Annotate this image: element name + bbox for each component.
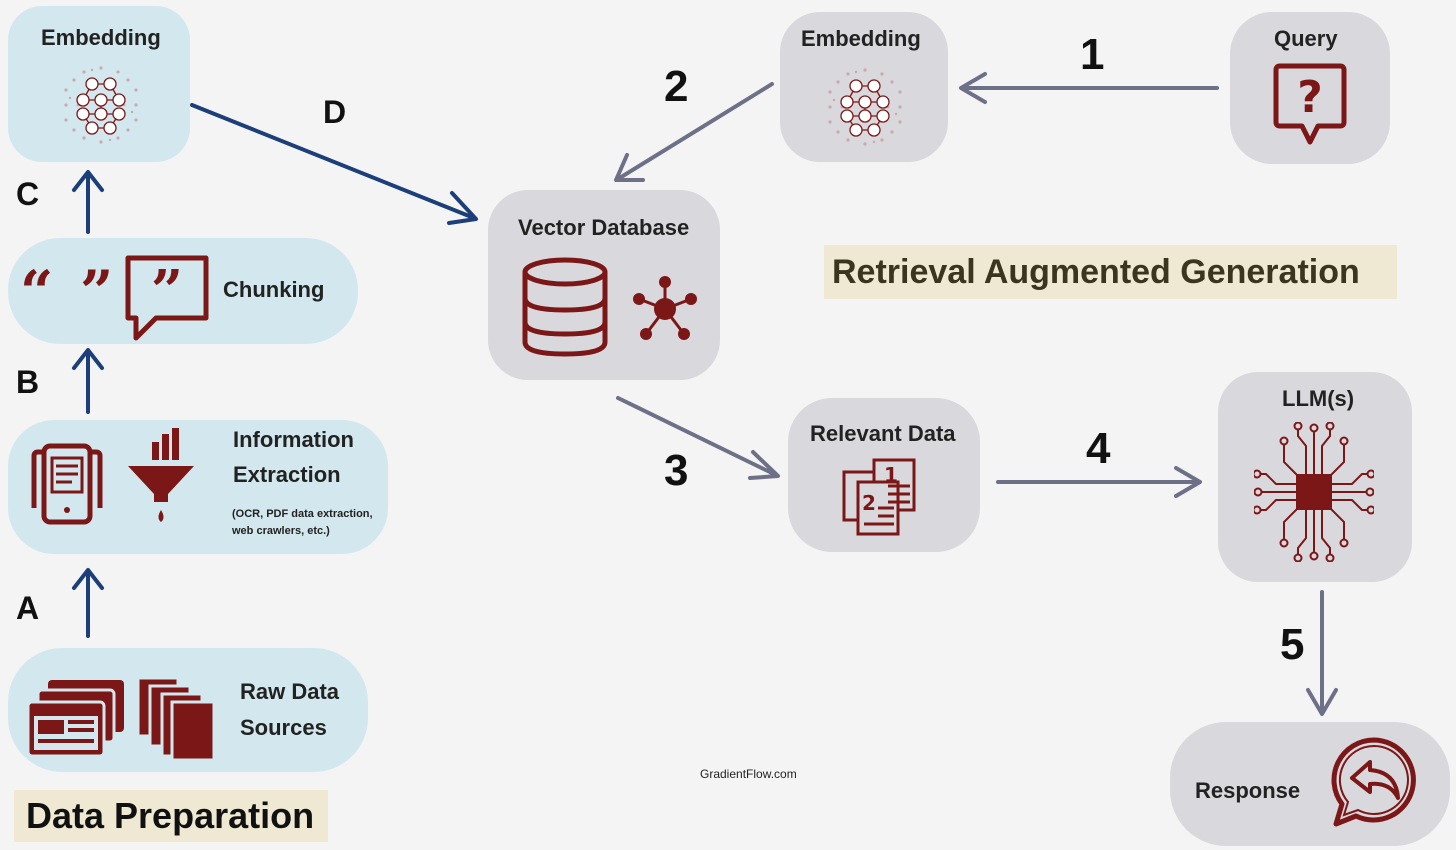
data-preparation-title: Data Preparation [14,790,328,842]
arrow-b [72,348,104,414]
information-extraction-node: Information Extraction (OCR, PDF data ex… [8,420,388,554]
rag-title: Retrieval Augmented Generation [824,245,1397,299]
embedding-node-prep: Embedding [8,6,190,162]
raw-data-label-line1: Raw Data [240,679,340,704]
step-letter-a: A [16,590,40,626]
ranked-documents-icon: 1 2 [842,458,916,536]
chunking-node: “ ” ” Chunking [8,238,358,344]
step-letter-c: C [16,176,40,212]
arrow-5 [1306,590,1338,716]
open-quote-icon: “ [20,258,54,326]
chip-circuit-icon [1254,422,1374,562]
reply-bubble-icon [1331,737,1416,827]
arrow-c [72,170,104,234]
credit-text: GradientFlow.com [700,767,797,781]
raw-data-label-line2: Sources [240,715,327,740]
svg-text:”: ” [151,258,183,324]
svg-text:1: 1 [884,463,898,487]
network-graph-icon [633,276,697,340]
info-extraction-label-line2: Extraction [233,462,341,487]
arrow-4 [996,466,1202,498]
svg-text:?: ? [1297,72,1323,123]
step-letter-b: B [16,364,40,400]
embedding-node-query: Embedding [780,12,948,162]
info-extraction-label-line1: Information [233,427,354,452]
relevant-data-label: Relevant Data [810,421,956,446]
relevant-data-node: Relevant Data 1 2 [788,398,980,552]
step-number-1: 1 [1080,30,1105,79]
browser-windows-icon [26,680,124,758]
arrow-a [72,568,104,638]
query-node: Query ? [1230,12,1390,164]
arrow-2 [614,82,774,182]
neural-network-icon [828,68,902,146]
embedding-label-prep: Embedding [41,25,161,50]
close-quote-icon: ” [80,258,114,326]
arrow-3 [616,396,780,480]
quote-bubble-icon: ” [125,255,209,341]
info-extraction-note-line1: (OCR, PDF data extraction, [232,508,373,520]
question-bubble-icon: ? [1273,63,1347,145]
step-number-4: 4 [1086,424,1111,473]
document-scan-icon [31,443,103,525]
llm-label: LLM(s) [1282,386,1355,411]
database-icon [522,257,608,357]
step-number-2: 2 [664,62,689,111]
info-extraction-note-line2: web crawlers, etc.) [232,525,330,537]
arrow-1 [959,72,1219,104]
chunking-label: Chunking [223,277,325,302]
svg-text:2: 2 [862,491,876,515]
documents-stack-icon [136,676,216,762]
response-node: Response [1170,722,1450,846]
step-letter-d: D [323,94,347,130]
vector-database-node: Vector Database [488,190,720,380]
vector-database-label: Vector Database [518,215,690,240]
neural-network-icon [64,66,138,144]
response-label: Response [1195,778,1301,803]
step-number-3: 3 [664,446,689,495]
embedding-label-query: Embedding [801,26,921,51]
query-label: Query [1274,26,1338,51]
llm-node: LLM(s) [1218,372,1412,582]
arrow-d [190,103,478,225]
raw-data-sources-node: Raw Data Sources [8,648,368,772]
step-number-5: 5 [1280,620,1305,669]
filter-funnel-icon [128,428,194,522]
